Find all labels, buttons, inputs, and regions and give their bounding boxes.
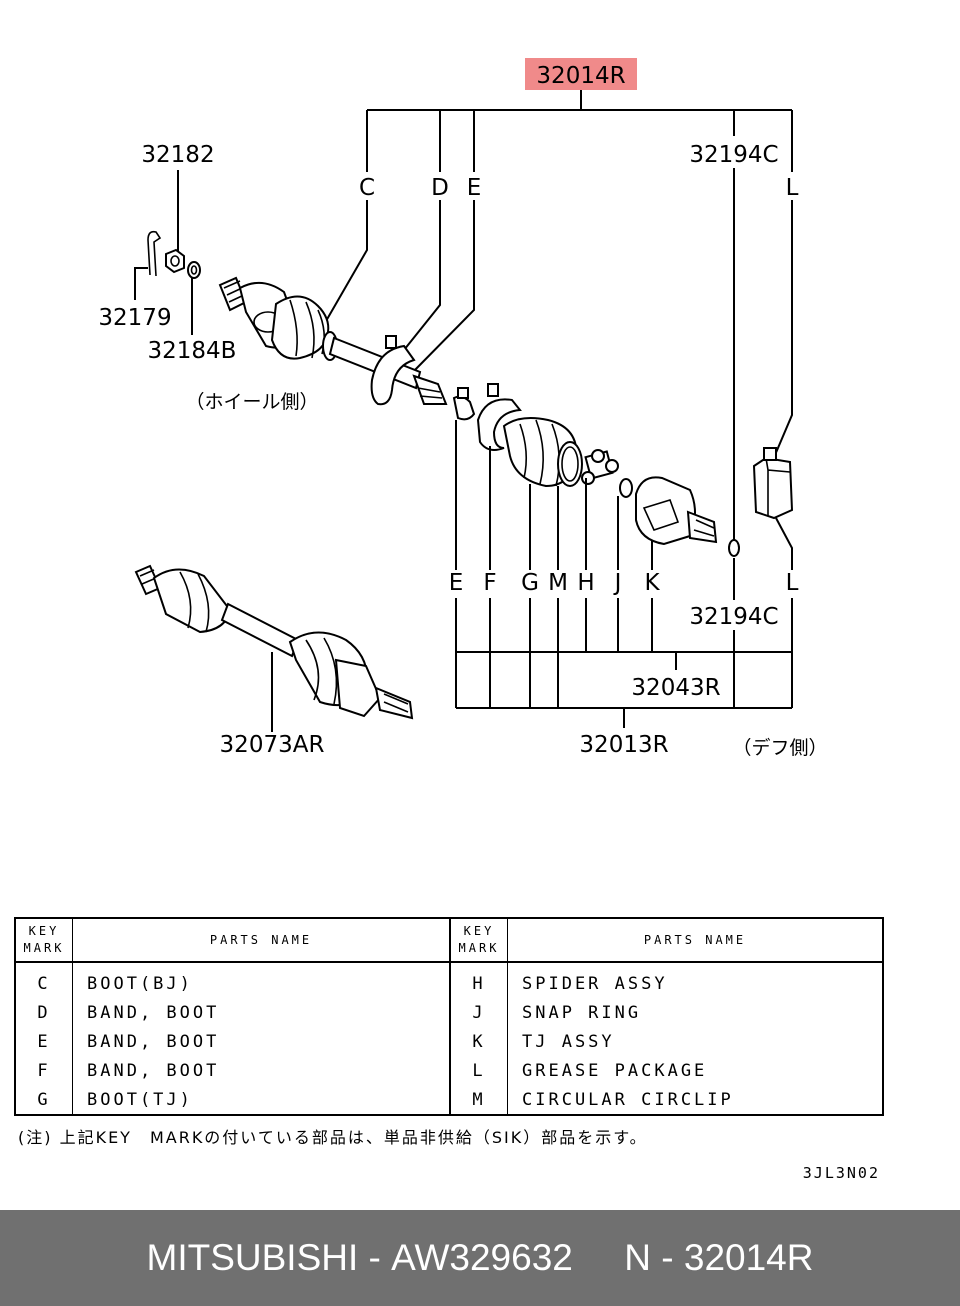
wheel-side-label: （ホイール側）: [185, 391, 318, 413]
name-cell: BAND, BOOT: [72, 1027, 451, 1056]
name-cell: TJ ASSY: [522, 1031, 615, 1052]
key-letter-e-bottom: E: [449, 570, 464, 596]
boot-kit-part-number: 32013R: [579, 732, 668, 758]
name-cell: CIRCULAR CIRCLIP: [522, 1089, 734, 1110]
tj-assy-icon: [635, 476, 718, 546]
footer-part-number: AW329632: [391, 1237, 573, 1278]
key-cell: C: [15, 962, 73, 998]
key-cell: G: [15, 1085, 73, 1115]
key-letter-d: D: [431, 175, 449, 201]
key-cell: L: [450, 1056, 508, 1085]
name-cell: BOOT(TJ): [72, 1085, 451, 1115]
top-bracket-lines: [321, 90, 793, 540]
key-letter-e-top: E: [467, 175, 482, 201]
clip-32194c-icon: [728, 539, 740, 557]
bj-boot-icon: [270, 295, 338, 361]
key-letter-h: H: [577, 570, 594, 596]
key-cell: E: [15, 1027, 73, 1056]
key-cell: H: [450, 962, 508, 998]
name-cell: BOOT(BJ): [72, 962, 451, 998]
clip-part-number-bottom: 32194C: [689, 604, 778, 630]
diagram-code: 3JL3N02: [802, 1164, 880, 1182]
key-letter-c: C: [359, 175, 375, 201]
header-parts-name-left: PARTS NAME: [72, 918, 451, 963]
key-letter-l-bottom: L: [786, 570, 799, 596]
cotter-pin-icon: [147, 230, 162, 277]
header-parts-name-right: PARTS NAME: [507, 918, 883, 963]
boot-band-e-icon: [452, 387, 476, 421]
footer-ref: N - 32014R: [624, 1237, 814, 1278]
diff-side-label: （デフ側）: [732, 737, 827, 759]
table-row: D BAND, BOOT J SNAP RING: [15, 998, 883, 1027]
key-cell: F: [15, 1056, 73, 1085]
table-row: F BAND, BOOT L GREASE PACKAGE: [15, 1056, 883, 1085]
main-part-highlight: [525, 58, 637, 90]
key-letter-f: F: [483, 570, 496, 596]
circlip-m-icon: [557, 441, 583, 487]
washer-icon: [187, 261, 201, 279]
table-row: C BOOT(BJ) H SPIDER ASSY: [15, 962, 883, 998]
complete-drive-shaft-icon: [134, 564, 414, 720]
bottom-bracket-lines: [455, 420, 793, 728]
key-letter-k: K: [644, 570, 660, 596]
footer-brand: MITSUBISHI: [146, 1237, 359, 1278]
main-part-number: 32014R: [536, 63, 625, 89]
key-cell: D: [15, 998, 73, 1027]
footer-banner: MITSUBISHI - AW329632 N - 32014R: [0, 1210, 960, 1306]
tj-kit-part-number: 32043R: [631, 675, 720, 701]
drive-shaft-part-number: 32073AR: [220, 732, 325, 758]
tj-shaft-end-icon: [412, 374, 448, 405]
name-cell: GREASE PACKAGE: [522, 1060, 708, 1081]
nut-icon: [165, 248, 185, 274]
cotter-pin-part-number: 32179: [98, 305, 171, 331]
name-cell: BAND, BOOT: [72, 1056, 451, 1085]
key-cell: J: [450, 998, 508, 1027]
nut-part-number: 32182: [141, 142, 214, 168]
key-cell: M: [450, 1085, 508, 1115]
snap-ring-icon: [619, 478, 633, 498]
key-cell: K: [450, 1027, 508, 1056]
table-row: G BOOT(TJ) M CIRCULAR CIRCLIP: [15, 1085, 883, 1115]
boot-band-f-icon: [476, 383, 522, 451]
exploded-parts-diagram: 32014R C D E L 32194C 32182 32179 32184B…: [98, 58, 828, 759]
clip-part-number-top: 32194C: [689, 142, 778, 168]
key-letter-j: J: [613, 570, 622, 596]
key-letter-l-top: L: [786, 175, 799, 201]
grease-package-icon: [752, 447, 794, 520]
washer-part-number: 32184B: [148, 338, 237, 364]
name-cell: BAND, BOOT: [72, 998, 451, 1027]
name-cell: SNAP RING: [522, 1002, 642, 1023]
table-row: E BAND, BOOT K TJ ASSY: [15, 1027, 883, 1056]
footnote: (注) 上記KEY MARKの付いている部品は、単品非供給（SIK）部品を示す。: [18, 1128, 648, 1147]
spider-assy-icon: [581, 449, 619, 485]
key-letter-m: M: [548, 570, 568, 596]
boot-band-d-icon: [370, 335, 416, 406]
key-letter-g: G: [521, 570, 539, 596]
name-cell: SPIDER ASSY: [522, 973, 668, 994]
